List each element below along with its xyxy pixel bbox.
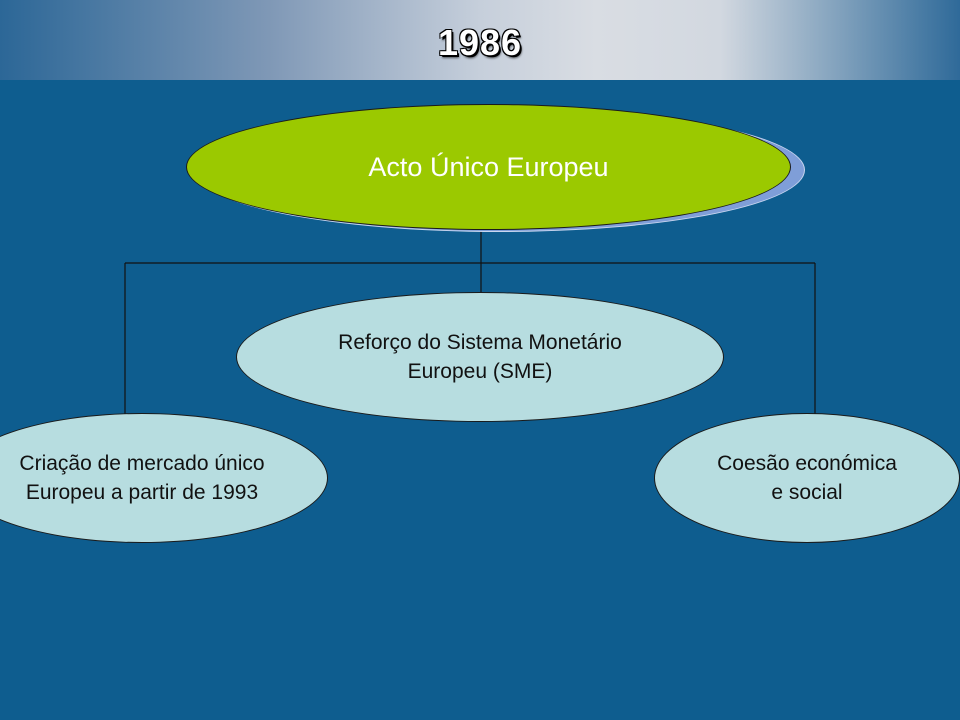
child-node-cohesion: Coesão económica e social [654, 413, 960, 543]
root-node-label: Acto Único Europeu [368, 151, 609, 182]
child-node-cohesion-label: Coesão económica e social [717, 452, 897, 504]
child-node-single-market-label: Criação de mercado único Europeu a parti… [19, 452, 265, 504]
child-node-sme: Reforço do Sistema Monetário Europeu (SM… [236, 292, 724, 422]
root-node: Acto Único Europeu [186, 104, 791, 230]
slide-title: 1986 [437, 22, 523, 63]
child-node-single-market: Criação de mercado único Europeu a parti… [0, 413, 328, 543]
title-bar: 1986 [0, 0, 960, 80]
child-node-sme-label: Reforço do Sistema Monetário Europeu (SM… [338, 331, 622, 383]
